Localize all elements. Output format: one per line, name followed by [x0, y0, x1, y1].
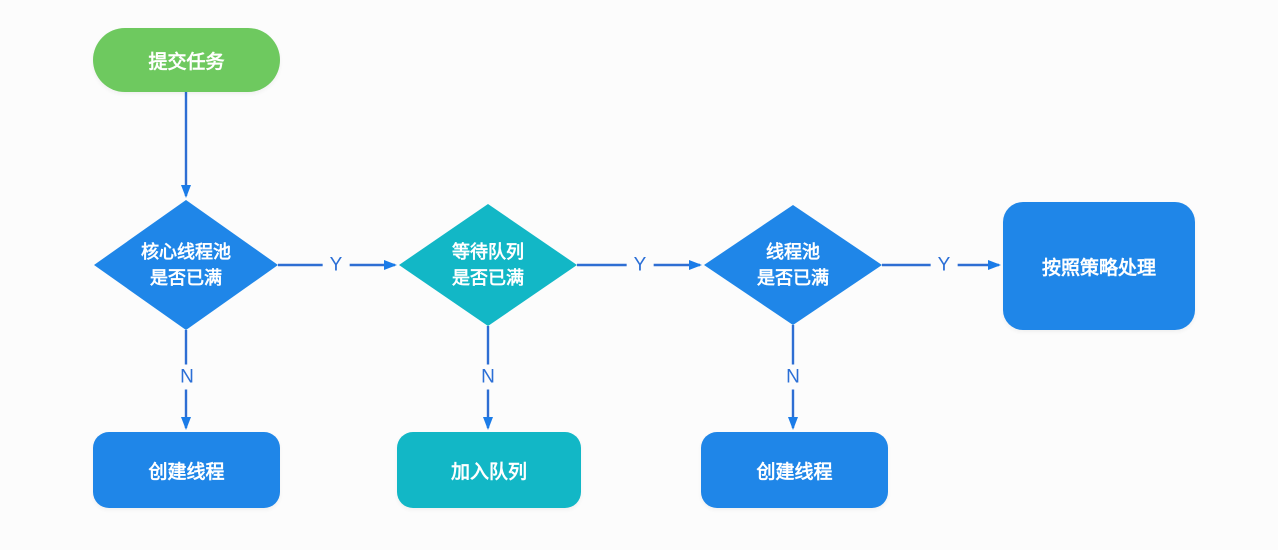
start-node-label: 提交任务: [148, 51, 225, 73]
node-handle-by-policy-label: 按照策略处理: [1041, 257, 1156, 279]
edge-label-yes-2: Y: [626, 252, 654, 278]
decision-wait-queue-label: 等待队列 是否已满: [452, 241, 524, 288]
node-add-to-queue-label: 加入队列: [450, 461, 527, 483]
edge-label-no-1: N: [173, 364, 201, 390]
node-add-to-queue: 加入队列: [397, 432, 581, 508]
node-create-thread-2: 创建线程: [701, 432, 888, 508]
node-create-thread-2-label: 创建线程: [756, 461, 833, 483]
edge-label-no-3: N: [779, 364, 807, 390]
edge-label-no-2: N: [474, 364, 502, 390]
edge-label-yes-1: Y: [322, 252, 350, 278]
decision-core-pool-label: 核心线程池 是否已满: [141, 241, 231, 288]
edge-label-yes-3: Y: [930, 252, 958, 278]
start-node-submit-task: 提交任务: [93, 28, 280, 92]
node-create-thread-1-label: 创建线程: [148, 461, 225, 483]
node-handle-by-policy: 按照策略处理: [1003, 202, 1195, 330]
decision-thread-pool-label: 线程池 是否已满: [757, 241, 829, 288]
node-create-thread-1: 创建线程: [93, 432, 280, 508]
